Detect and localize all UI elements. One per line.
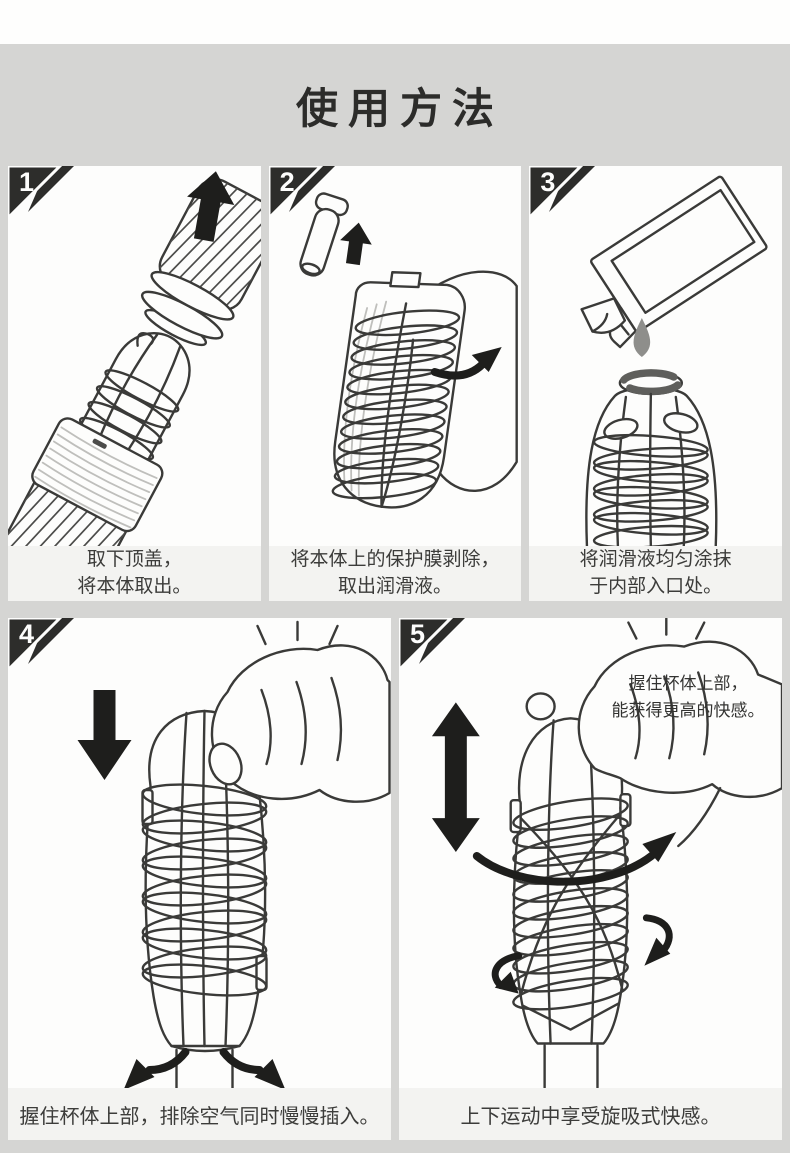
lube-drop-icon: [633, 318, 651, 357]
steps-row-2: 4: [0, 618, 790, 1140]
step-badge: 1: [8, 166, 74, 232]
step-badge: 4: [8, 618, 74, 684]
corner-ribbon: [268, 166, 335, 221]
step-caption: 握住杯体上部，排除空气同时慢慢插入。: [8, 1088, 391, 1140]
caption-line: 将润滑液均匀涂抹: [579, 548, 732, 570]
step-panel-5: 5: [399, 618, 782, 1140]
annotation-line: 能获得更高的快感。: [611, 701, 765, 721]
step-caption: 将润滑液均匀涂抹 于内部入口处。: [529, 546, 783, 601]
rotate-arrow-icon: [472, 832, 677, 886]
step-number: 2: [279, 167, 295, 197]
caption-line: 握住杯体上部，排除空气同时慢慢插入。: [19, 1105, 380, 1128]
step-caption: 将本体上的保护膜剥除， 取出润滑液。: [268, 546, 522, 601]
caption-line: 取下顶盖，: [86, 548, 182, 570]
caption-line: 于内部入口处。: [589, 575, 723, 597]
steps-row-1: 1: [0, 166, 790, 601]
step-panel-1: 1: [8, 166, 261, 601]
up-arrow-icon: [339, 222, 372, 266]
step-number: 3: [540, 167, 556, 197]
annotation-line: 握住杯体上部，: [628, 674, 748, 693]
top-cap: [150, 172, 261, 321]
torn-corner-drawing: [580, 297, 627, 334]
step-badge: 3: [529, 166, 596, 232]
cup-body-drawing: [331, 271, 466, 509]
up-down-arrow-icon: [431, 702, 480, 853]
hand-drawing: [577, 618, 782, 848]
corner-ribbon: [8, 166, 74, 221]
step-number: 5: [410, 619, 426, 649]
cup-collar-band: [31, 417, 164, 533]
header: 使用方法: [0, 44, 790, 166]
step2-peel-film-illustration: [298, 192, 518, 509]
hand-drawing: [208, 620, 391, 803]
top-margin: [0, 0, 790, 44]
page-title: 使用方法: [295, 84, 504, 132]
caption-line: 取出润滑液。: [338, 575, 453, 597]
step-caption: 取下顶盖， 将本体取出。: [8, 546, 261, 601]
corner-ribbon: [399, 618, 465, 673]
grip-annotation: 握住杯体上部， 能获得更高的快感。: [602, 670, 774, 724]
step4-insert-illustration: [77, 620, 391, 1088]
caption-line: 将本体上的保护膜剥除，: [290, 548, 500, 570]
peel-right-arrow-icon: [430, 347, 502, 380]
caption-line: 上下运动中享受旋吸式快感。: [460, 1105, 721, 1128]
caption-line: 将本体取出。: [77, 575, 192, 597]
cup-body-drawing: [141, 709, 268, 1088]
step1-remove-cap-illustration: [8, 171, 261, 546]
corner-ribbon: [8, 618, 74, 673]
step5-stroke-illustration: [431, 618, 782, 1088]
rotate-arrow-icon: [491, 952, 523, 994]
corner-ribbon: [529, 166, 596, 221]
step-number: 4: [19, 619, 35, 649]
step-badge: 5: [399, 618, 465, 684]
inner-sleeve: [76, 332, 191, 469]
lube-vial-drawing: [298, 192, 349, 277]
step-panel-2: 2: [268, 166, 522, 601]
step-panel-4: 4: [8, 618, 391, 1140]
step-caption: 上下运动中享受旋吸式快感。: [399, 1088, 782, 1140]
step-panel-3: 3: [529, 166, 783, 601]
up-arrow-icon: [187, 171, 235, 242]
rotate-arrow-icon: [642, 914, 673, 966]
spread-left-arrow-icon: [124, 1048, 190, 1088]
step-badge: 2: [268, 166, 335, 232]
cup-top-drawing: [585, 369, 718, 546]
spread-right-arrow-icon: [219, 1048, 285, 1088]
step3-apply-lube-illustration: [580, 175, 768, 546]
down-arrow-icon: [77, 690, 132, 780]
step-number: 1: [19, 167, 35, 197]
